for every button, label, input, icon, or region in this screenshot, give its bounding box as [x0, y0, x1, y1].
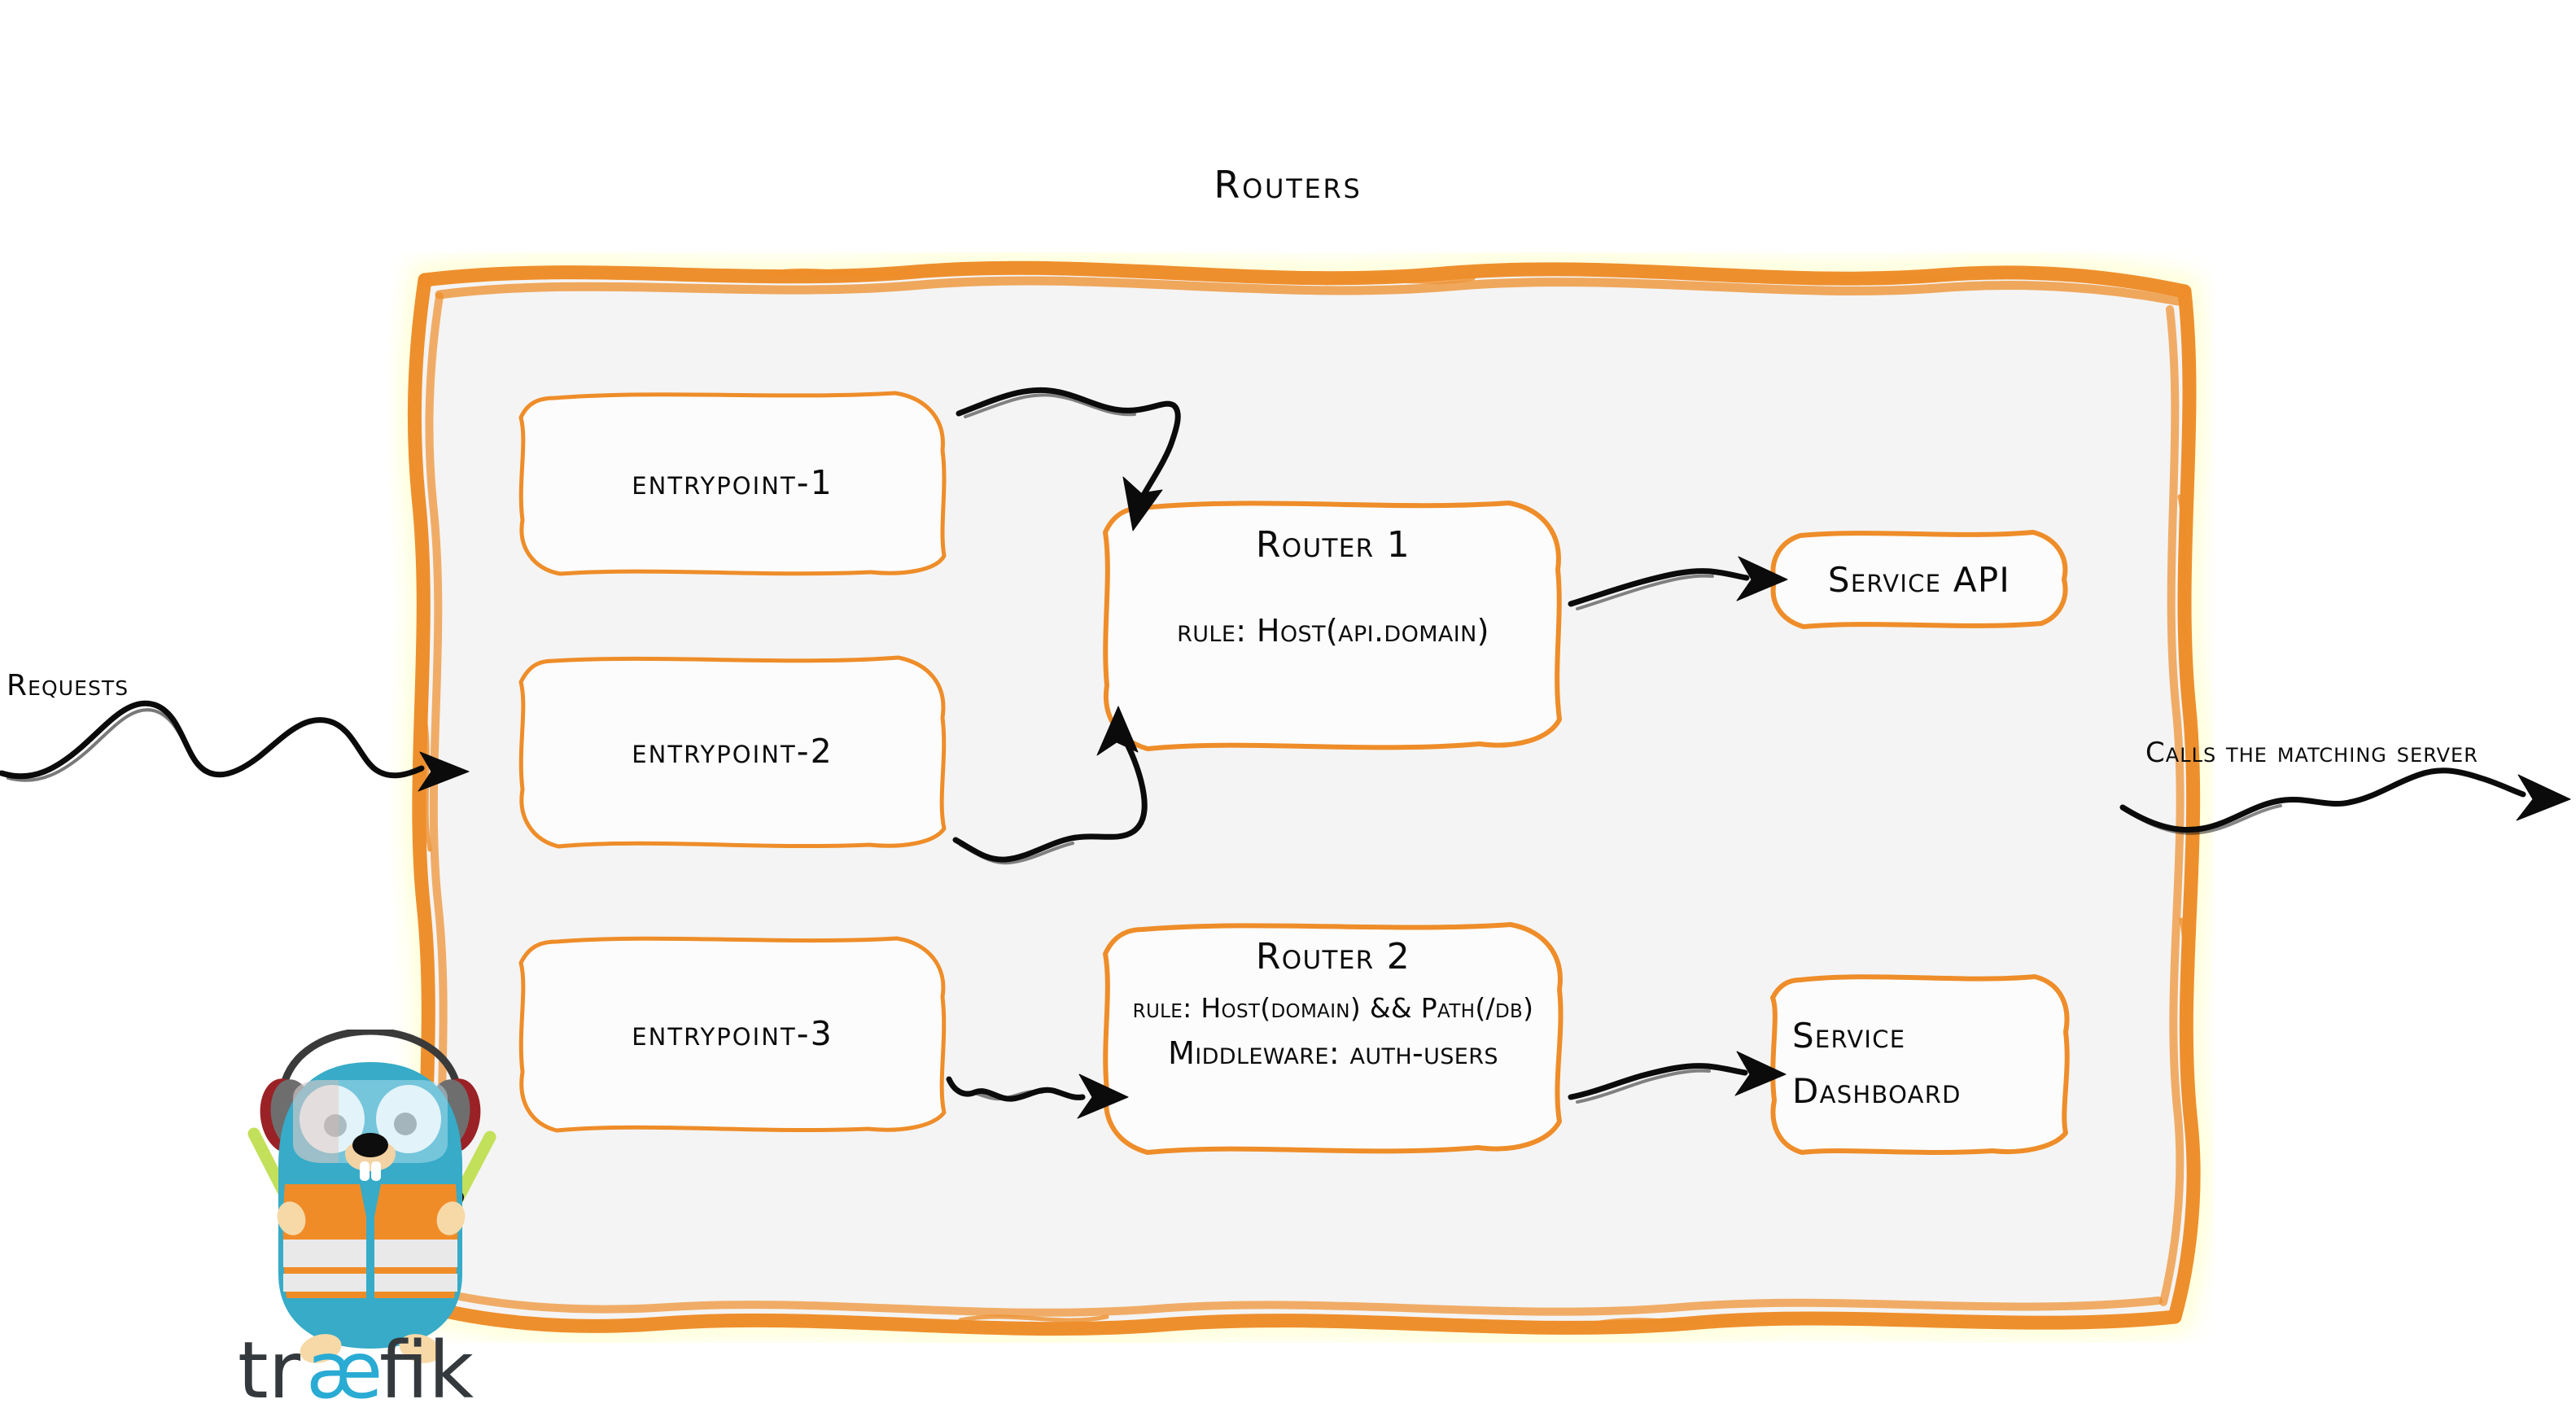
gopher-pupil-right — [394, 1113, 417, 1135]
page-title: Routers — [1214, 163, 1362, 207]
service-api-box[interactable]: Service API — [1765, 527, 2074, 633]
box-outline — [518, 936, 947, 1133]
box-outline — [518, 655, 947, 849]
gopher-tooth-left — [360, 1161, 370, 1181]
entrypoint-1-box[interactable]: entrypoint-1 — [513, 387, 952, 578]
gopher-foot-right — [399, 1334, 441, 1363]
entrypoint-1-label: entrypoint-1 — [632, 462, 833, 502]
service-dashboard-box[interactable]: Service Dashboard — [1765, 970, 2074, 1157]
router-2-title: Router 2 — [1255, 936, 1411, 977]
gopher-foot-left — [300, 1334, 342, 1363]
calls-matching-server-label: Calls the matching server — [2145, 737, 2478, 769]
gopher-pupil-left — [324, 1114, 347, 1137]
arrowhead — [2516, 774, 2571, 821]
router-2-middleware: Middleware: auth-users — [1168, 1035, 1498, 1071]
router-1-box[interactable]: Router 1 rule: Host(api.domain) — [1097, 495, 1569, 763]
gopher-tooth-right — [371, 1161, 381, 1181]
service-dashboard-label-line2: Dashboard — [1792, 1071, 1962, 1111]
box-outline — [518, 391, 947, 576]
box-outline — [1103, 501, 1562, 751]
gopher-hand-left — [277, 1201, 306, 1235]
router-1-title: Router 1 — [1255, 524, 1411, 566]
service-api-label: Service API — [1827, 560, 2011, 601]
gopher-nose — [352, 1133, 388, 1157]
vest-reflective-stripes — [283, 1240, 457, 1292]
gopher-hand-right — [436, 1201, 466, 1235]
service-dashboard-label-line1: Service — [1792, 1016, 1906, 1056]
traefik-wordmark: tr æ fik — [238, 1325, 474, 1408]
router-2-rule: rule: Host(domain) && Path(/db) — [1132, 992, 1534, 1024]
entrypoint-2-box[interactable]: entrypoint-2 — [513, 651, 952, 850]
box-outline — [1103, 922, 1564, 1155]
router-1-rule: rule: Host(api.domain) — [1177, 613, 1489, 649]
wordmark-suffix: fik — [379, 1325, 474, 1408]
wordmark-ligature: æ — [306, 1325, 383, 1408]
wordmark-prefix: tr — [238, 1325, 301, 1408]
entrypoint-2-label: entrypoint-2 — [632, 731, 833, 771]
entrypoint-3-box[interactable]: entrypoint-3 — [513, 932, 952, 1135]
headphone-band — [279, 1030, 461, 1091]
entrypoint-3-label: entrypoint-3 — [632, 1014, 833, 1053]
traefik-logo: tr æ fik — [236, 1030, 505, 1408]
requests-label: Requests — [7, 669, 129, 702]
router-2-box[interactable]: Router 2 rule: Host(domain) && Path(/db)… — [1097, 918, 1569, 1162]
